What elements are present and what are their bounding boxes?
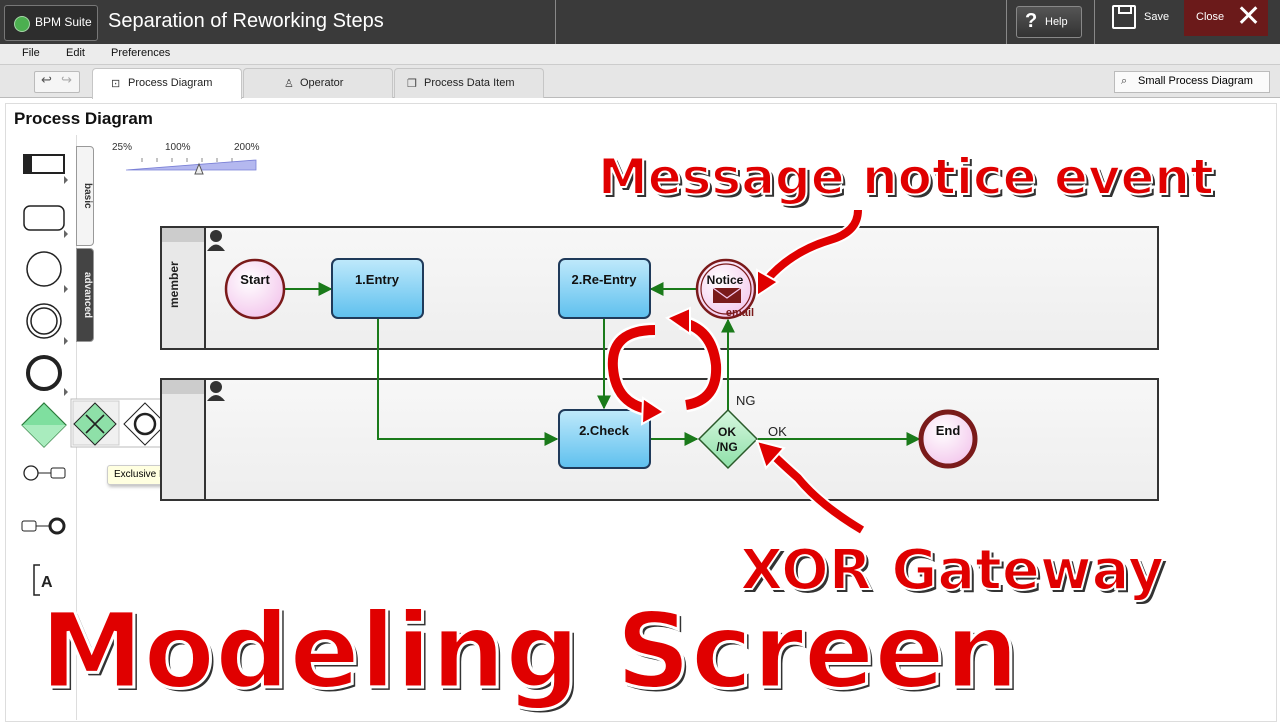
window-title: Separation of Reworking Steps xyxy=(108,10,384,32)
tab-bar: ↩ ↪ ⊡ Process Diagram ♙ Operator ❐ Proce… xyxy=(0,65,1280,99)
menu-file[interactable]: File xyxy=(22,47,40,59)
shape-palette: A xyxy=(6,135,77,720)
redo-icon[interactable]: ↪ xyxy=(61,73,72,88)
svg-text:A: A xyxy=(41,574,53,591)
lane-user-icon xyxy=(207,230,225,251)
title-bar: BPM Suite Separation of Reworking Steps … xyxy=(0,0,1280,45)
save-button[interactable]: Save xyxy=(1104,0,1182,36)
start-event[interactable]: Start xyxy=(224,258,286,320)
svg-text:2.Re-Entry: 2.Re-Entry xyxy=(571,272,637,287)
message-notice-caption: Message notice event xyxy=(597,147,1215,207)
undo-icon[interactable]: ↩ xyxy=(41,73,52,88)
palette-task-shape[interactable] xyxy=(23,205,65,231)
divider xyxy=(555,0,556,44)
page-title: Process Diagram xyxy=(14,109,153,128)
task-check[interactable]: 2.Check xyxy=(558,409,651,469)
lane-user-icon xyxy=(207,381,225,401)
app-logo: BPM Suite xyxy=(4,5,98,41)
palette-shapes: A xyxy=(21,154,68,596)
menu-preferences[interactable]: Preferences xyxy=(111,47,171,59)
xor-gateway-caption: XOR Gateway xyxy=(739,537,1165,604)
zoom-control: 25% 100% 200% xyxy=(112,142,262,176)
flow-label-ng: NG xyxy=(736,393,756,408)
undo-redo: ↩ ↪ xyxy=(34,71,80,93)
rework-cycle-arrows xyxy=(605,306,724,426)
task-entry[interactable]: 1.Entry xyxy=(331,258,424,319)
close-icon: ✕ xyxy=(1236,0,1262,33)
palette-gateway-shape[interactable] xyxy=(21,402,67,448)
palette-text-annotation-shape[interactable]: A xyxy=(33,564,53,596)
xor-gateway-option[interactable] xyxy=(72,400,120,446)
inclusive-gateway-option[interactable] xyxy=(123,402,167,446)
lane-label-member: member xyxy=(167,261,181,308)
save-icon xyxy=(1112,5,1136,29)
zoom-slider[interactable] xyxy=(112,152,262,176)
sequence-flows xyxy=(285,282,921,446)
menu-bar: File Edit Preferences xyxy=(0,44,1280,65)
svg-text:Start: Start xyxy=(240,272,270,287)
svg-text:1.Entry: 1.Entry xyxy=(355,272,400,287)
envelope-icon xyxy=(712,287,742,303)
flow-entry-check[interactable] xyxy=(377,318,559,446)
user-icon: ♙ xyxy=(284,78,294,90)
message-annotation-arrow xyxy=(756,209,864,298)
xor-annotation-arrow xyxy=(755,439,866,536)
end-event[interactable]: End xyxy=(918,409,978,469)
diagram-icon: ⊡ xyxy=(111,78,121,90)
xor-gateway-ok-ng[interactable]: OK /NG xyxy=(697,408,759,470)
svg-text:End: End xyxy=(936,423,961,438)
palette-expand-arrows xyxy=(64,176,68,396)
tab-process-data-item[interactable]: ❐ Process Data Item xyxy=(394,68,544,98)
palette-tab-advanced[interactable]: advanced xyxy=(76,248,94,342)
palette-pool-shape[interactable] xyxy=(23,154,65,174)
magnifier-icon: ⌕ xyxy=(1121,75,1128,87)
menu-edit[interactable]: Edit xyxy=(66,47,85,59)
svg-text:Notice: Notice xyxy=(707,273,744,287)
task-reentry[interactable]: 2.Re-Entry xyxy=(558,258,651,319)
palette-end-event-shape[interactable] xyxy=(26,355,62,391)
tab-operator[interactable]: ♙ Operator xyxy=(243,68,393,98)
tab-process-diagram[interactable]: ⊡ Process Diagram xyxy=(92,68,242,99)
palette-message-start-shape[interactable] xyxy=(23,465,66,481)
palette-tab-basic[interactable]: basic xyxy=(76,146,94,246)
svg-text:2.Check: 2.Check xyxy=(579,423,630,438)
modeling-screen-caption: Modeling Screen xyxy=(39,589,1021,714)
divider xyxy=(1094,0,1095,44)
svg-text:email: email xyxy=(726,307,754,319)
svg-text:/NG: /NG xyxy=(716,440,737,454)
help-button[interactable]: ? Help xyxy=(1016,6,1082,38)
divider xyxy=(1006,0,1007,44)
logo-text: BPM Suite xyxy=(35,15,92,29)
close-button[interactable]: Close ✕ xyxy=(1184,0,1268,36)
palette-intermediate-event-shape[interactable] xyxy=(26,303,62,339)
palette-message-end-shape[interactable] xyxy=(21,517,66,535)
message-notice-event[interactable]: Notice email xyxy=(695,258,757,320)
copy-icon: ❐ xyxy=(407,78,417,90)
question-icon: ? xyxy=(1025,10,1038,32)
svg-text:OK: OK xyxy=(718,425,736,439)
flow-label-ok: OK xyxy=(768,424,787,439)
zoom-thumb[interactable] xyxy=(194,162,204,175)
logo-icon xyxy=(14,16,30,32)
palette-start-event-shape[interactable] xyxy=(26,251,62,287)
small-process-diagram-button[interactable]: ⌕ Small Process Diagram xyxy=(1114,71,1270,93)
